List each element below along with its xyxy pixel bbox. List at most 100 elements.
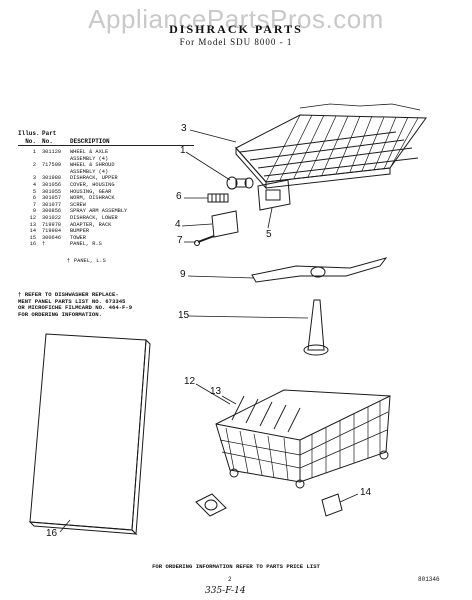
illus-no: 12 xyxy=(29,214,36,221)
part-desc: SPRAY ARM ASSEMBLY xyxy=(70,208,128,215)
table-rows: 1 301120 WHEEL & AXLE ASSEMBLY (4) 2 717599… xyxy=(18,149,194,248)
part-desc: WHEEL & SHROUD xyxy=(70,162,115,169)
illus-no: 15 xyxy=(29,234,36,241)
callout-9: 9 xyxy=(180,269,186,280)
part-no: † xyxy=(42,241,46,248)
table-header-top: Illus. Part xyxy=(18,130,194,138)
part-no: 301055 xyxy=(42,188,62,195)
table-row: 12 301022 DISHRACK, LOWER xyxy=(18,215,194,222)
page-title: DISHRACK PARTS xyxy=(169,22,303,36)
illus-no: 2 xyxy=(32,162,36,169)
part-no: 301077 xyxy=(42,201,62,208)
part-no: 719984 xyxy=(42,228,62,235)
part-no xyxy=(42,156,70,163)
part-no: 300856 xyxy=(42,208,62,215)
callout-6: 6 xyxy=(176,191,182,202)
part-desc: TOWER xyxy=(70,234,86,241)
part-no: 301980 xyxy=(42,175,62,182)
part-desc: ASSEMBLY (4) xyxy=(70,168,109,175)
part-desc: ADAPTER, RACK xyxy=(70,221,112,228)
part-no: 301057 xyxy=(42,195,62,202)
document-id: 801346 xyxy=(418,576,440,583)
note-line: † REFER TO DISHWASHER REPLACE- xyxy=(18,291,119,298)
callout-15: 15 xyxy=(178,310,190,321)
panel-ls-label: PANEL, L.S xyxy=(74,257,106,264)
part-no: 719970 xyxy=(42,221,62,228)
table-row: 6 301057 WORM, DISHRACK xyxy=(18,195,194,202)
panel-ls-row: † PANEL, L.S xyxy=(18,258,194,265)
illus-no: 14 xyxy=(29,228,36,235)
header-description: DESCRIPTION xyxy=(70,137,110,145)
part-desc: DISHRACK, UPPER xyxy=(70,175,118,182)
callout-13: 13 xyxy=(210,386,222,397)
page-subtitle: For Model SDU 8000 - 1 xyxy=(179,37,293,47)
cover-housing-drawing xyxy=(211,210,239,238)
part-no xyxy=(42,169,70,176)
part-desc: WHEEL & AXLE xyxy=(70,149,109,155)
part-desc: PANEL, R.S xyxy=(70,241,102,248)
page-number: 2 xyxy=(228,576,232,583)
note-line: OR MICROFICHE FILMCARD NO. 464-F-9 xyxy=(18,304,133,312)
table-row: 14 719984 BUMPER xyxy=(18,228,194,235)
part-no: 301056 xyxy=(42,181,62,188)
part-no: 301120 xyxy=(42,149,62,155)
part-desc: ASSEMBLY (4) xyxy=(70,155,109,162)
watermark: AppliancePartsPros.com xyxy=(88,4,384,34)
note-line: FOR ORDERING INFORMATION. xyxy=(18,310,102,318)
header-no-1: No. xyxy=(25,137,36,145)
part-no: 300646 xyxy=(42,234,62,241)
part-desc: COVER, HOUSING xyxy=(70,181,115,188)
callout-4: 4 xyxy=(175,219,181,230)
panel-drawing xyxy=(28,333,151,536)
callout-3: 3 xyxy=(181,123,187,134)
illus-no: 16 xyxy=(29,241,36,248)
table-header: No. No. DESCRIPTION xyxy=(18,137,194,146)
gear-housing-drawing xyxy=(257,179,291,211)
screw-drawing xyxy=(194,235,215,246)
illus-no xyxy=(18,169,42,176)
header-part: Part xyxy=(42,130,57,137)
table-row: 15 300646 TOWER xyxy=(18,235,194,242)
ordering-note: † REFER TO DISHWASHER REPLACE- MENT PANE… xyxy=(18,291,228,318)
illus-no: 4 xyxy=(32,181,36,188)
callout-12: 12 xyxy=(184,376,196,387)
callout-5: 5 xyxy=(266,229,272,240)
header-illus: Illus. xyxy=(18,130,40,137)
table-row: ASSEMBLY (4) xyxy=(18,169,194,176)
part-no: 717599 xyxy=(42,162,62,169)
table-row: ASSEMBLY (4) xyxy=(18,156,194,163)
table-row: 1 301120 WHEEL & AXLE xyxy=(18,149,194,156)
handwritten-note: 335-F-14 xyxy=(205,586,246,596)
part-desc: HOUSING, GEAR xyxy=(70,188,112,195)
worm-drawing xyxy=(207,193,229,203)
illus-no xyxy=(18,156,42,163)
table-row: 4 301056 COVER, HOUSING xyxy=(18,182,194,189)
part-desc: WORM, DISHRACK xyxy=(70,195,115,202)
callout-16: 16 xyxy=(46,528,58,539)
illus-no: 7 xyxy=(32,201,36,208)
table-row: 2 717599 WHEEL & SHROUD xyxy=(18,162,194,169)
illus-no: 1 xyxy=(32,149,36,155)
ordering-footer: FOR ORDERING INFORMATION REFER TO PARTS … xyxy=(152,563,320,570)
part-desc: BUMPER xyxy=(70,228,90,235)
callout-7: 7 xyxy=(177,235,183,246)
part-desc: DISHRACK, LOWER xyxy=(70,214,118,221)
table-row: 7 301077 SCREW xyxy=(18,202,194,209)
bumper-drawing xyxy=(195,493,343,517)
upper-dishrack-drawing xyxy=(235,103,427,190)
part-desc: SCREW xyxy=(70,201,86,208)
callout-14: 14 xyxy=(360,487,372,498)
tower-drawing xyxy=(303,299,329,356)
table-row: 13 719970 ADAPTER, RACK xyxy=(18,222,194,229)
part-no: 301022 xyxy=(42,214,62,221)
wheel-shroud-drawing xyxy=(226,176,254,190)
callout-1: 1 xyxy=(180,145,186,156)
spray-arm-drawing xyxy=(251,257,388,283)
illus-no: 6 xyxy=(32,195,36,202)
illus-no: 13 xyxy=(29,221,36,228)
note-line: MENT PANEL PARTS LIST NO. 673345 xyxy=(18,297,126,305)
